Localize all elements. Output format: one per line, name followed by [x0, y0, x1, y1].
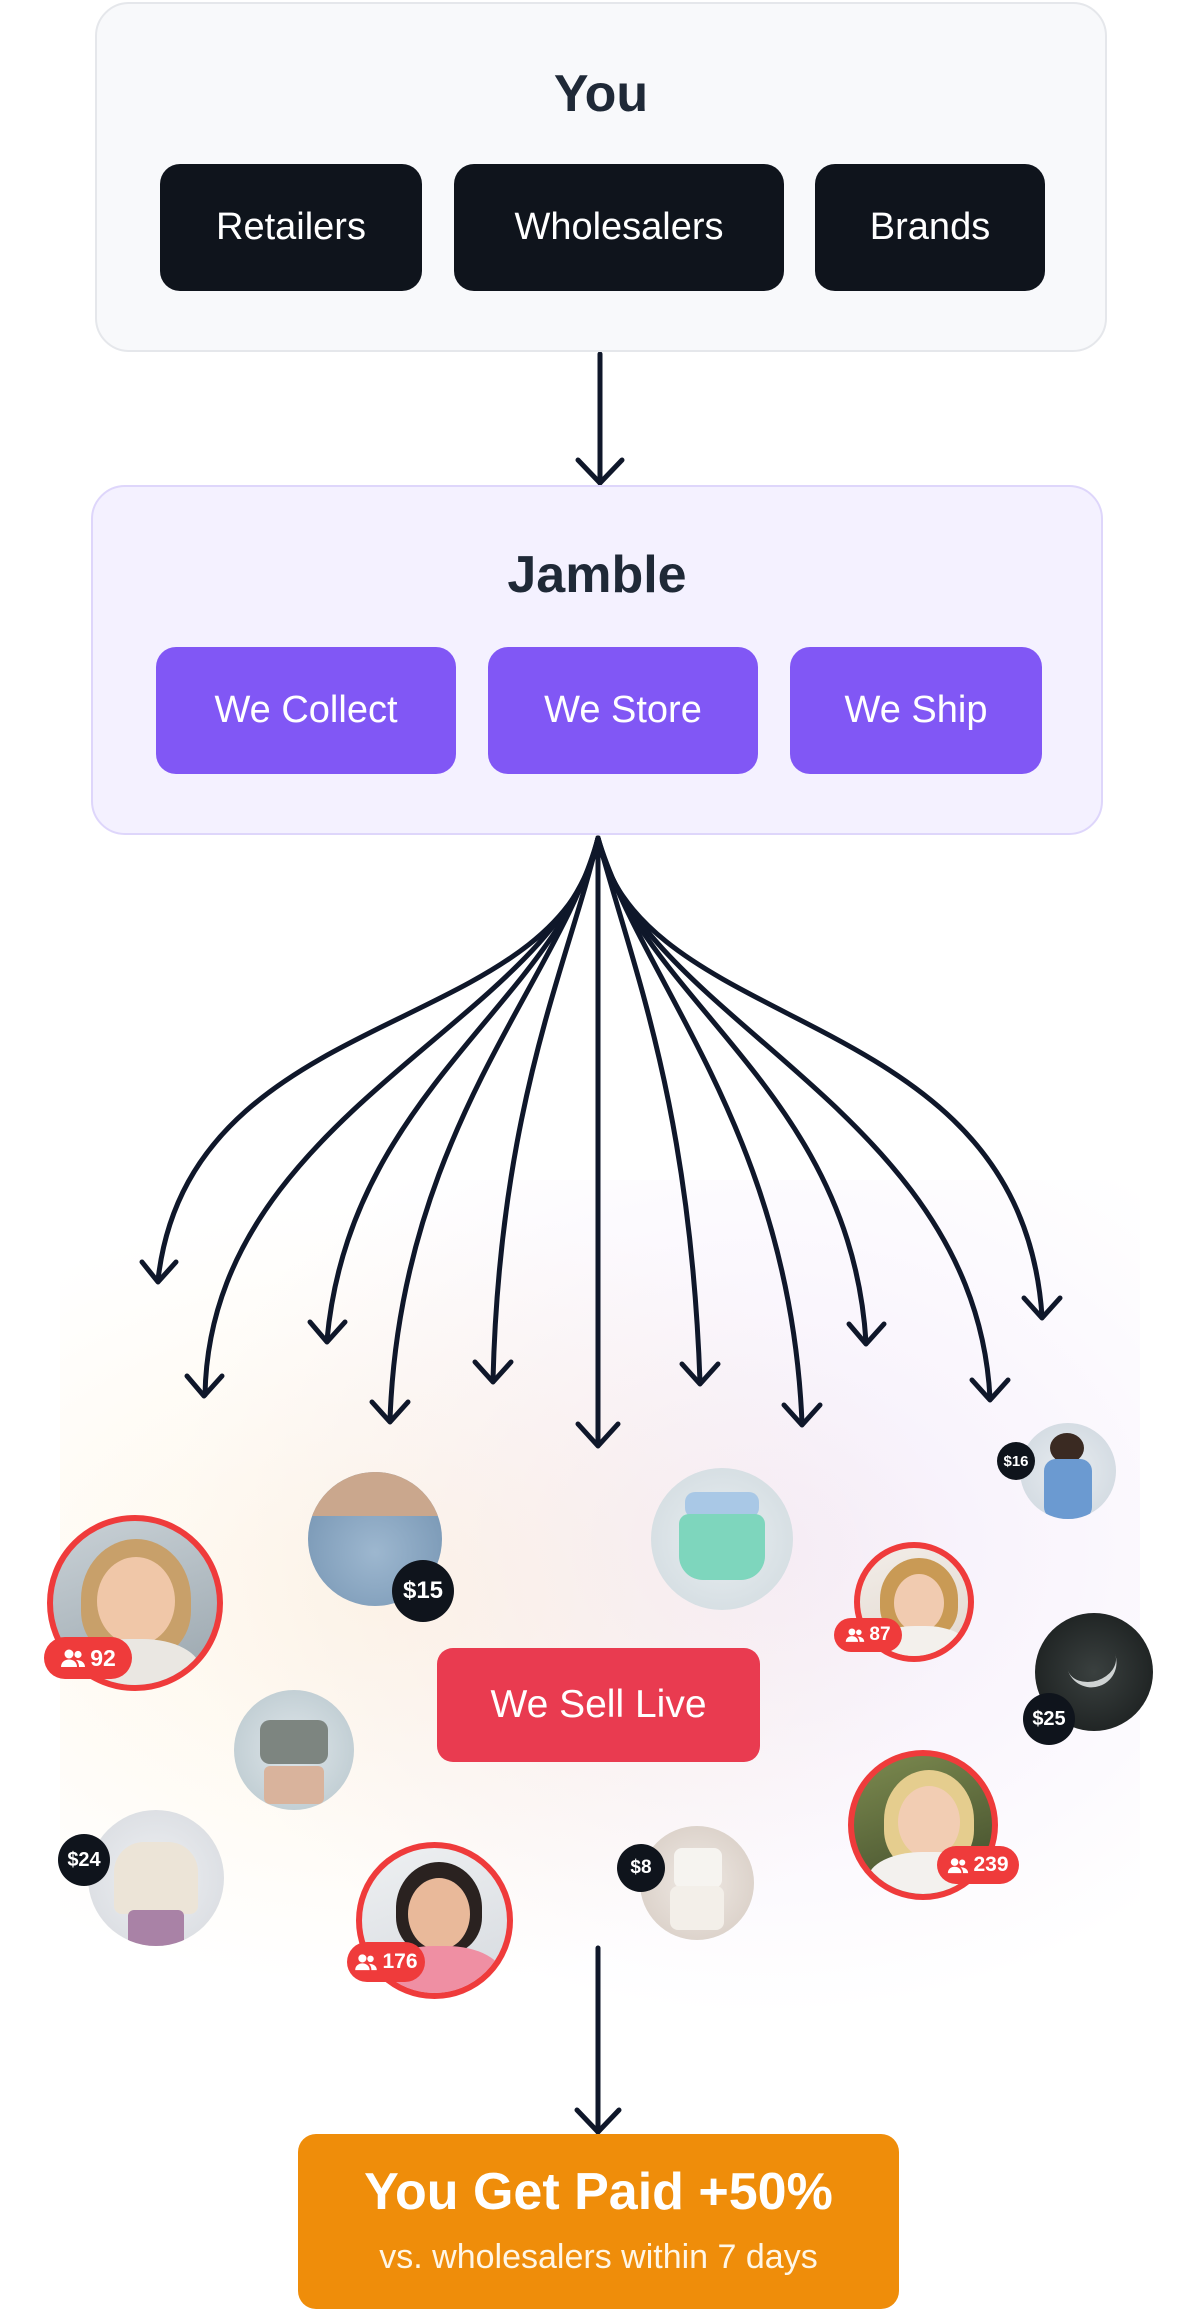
product-denim-dress-thumb [1020, 1423, 1116, 1519]
get-paid-subtitle: vs. wholesalers within 7 days [379, 2238, 818, 2276]
product-shorts-thumb [651, 1468, 793, 1610]
viewer-count-badge: 87 [834, 1618, 902, 1652]
fan-arrowhead-10 [969, 1377, 1011, 1403]
fan-arrow-11 [595, 835, 1045, 1319]
fan-arrow-3 [324, 835, 601, 1343]
users-icon [61, 1649, 86, 1667]
get-paid-box: You Get Paid +50% vs. wholesalers within… [298, 2134, 899, 2309]
viewer-count: 92 [90, 1644, 116, 1671]
price-badge: $16 [997, 1442, 1035, 1480]
viewer-count-badge: 176 [347, 1942, 425, 1982]
users-icon [846, 1628, 865, 1642]
wholesalers-button[interactable]: Wholesalers [454, 164, 784, 291]
you-title: You [553, 65, 649, 123]
fan-arrowhead-3 [307, 1319, 348, 1345]
fan-arrowhead-9 [846, 1321, 887, 1347]
jamble-title: Jamble [507, 546, 687, 604]
fan-arrow-7 [595, 835, 703, 1385]
brands-button[interactable]: Brands [815, 164, 1045, 291]
price-badge: $15 [392, 1560, 454, 1622]
fan-arrow-1 [155, 835, 601, 1283]
product-sweater-thumb [88, 1810, 224, 1946]
fan-arrow-2 [202, 835, 601, 1398]
seller-avatar [47, 1515, 223, 1691]
users-icon [948, 1857, 969, 1873]
fan-arrowhead-7 [679, 1361, 721, 1387]
viewer-count: 176 [382, 1950, 418, 1973]
arrowhead-sell-to-paid [574, 2107, 622, 2135]
price-badge: $8 [617, 1844, 665, 1892]
viewer-count-badge: 239 [937, 1846, 1019, 1884]
product-sports-bra-thumb [234, 1690, 354, 1810]
viewer-count: 239 [973, 1853, 1009, 1876]
fan-arrowhead-4 [369, 1399, 411, 1425]
fan-arrowhead-6 [575, 1421, 621, 1449]
users-icon [355, 1954, 378, 1971]
we-ship-button[interactable]: We Ship [790, 647, 1042, 774]
fan-arrowhead-2 [184, 1373, 225, 1399]
retailers-button[interactable]: Retailers [160, 164, 422, 291]
you-panel: You Retailers Wholesalers Brands [95, 2, 1107, 352]
viewer-count: 87 [869, 1624, 891, 1645]
fan-arrowhead-11 [1021, 1295, 1063, 1321]
we-sell-live-button[interactable]: We Sell Live [437, 1648, 760, 1762]
fan-arrowhead-8 [781, 1402, 823, 1428]
we-store-button[interactable]: We Store [488, 647, 758, 774]
we-collect-button[interactable]: We Collect [156, 647, 456, 774]
fan-arrow-5 [490, 835, 601, 1383]
fan-arrowhead-5 [472, 1359, 514, 1385]
product-jeans-thumb [308, 1472, 442, 1606]
get-paid-headline: You Get Paid +50% [364, 2163, 833, 2221]
price-badge: $25 [1023, 1693, 1075, 1745]
fan-arrowhead-1 [139, 1259, 179, 1285]
jamble-panel: Jamble We Collect We Store We Ship [91, 485, 1103, 835]
price-badge: $24 [58, 1834, 110, 1886]
fan-arrow-10 [595, 835, 993, 1401]
viewer-count-badge: 92 [44, 1637, 132, 1679]
arrowhead-you-to-jamble [575, 457, 625, 486]
fan-arrow-4 [387, 835, 601, 1423]
